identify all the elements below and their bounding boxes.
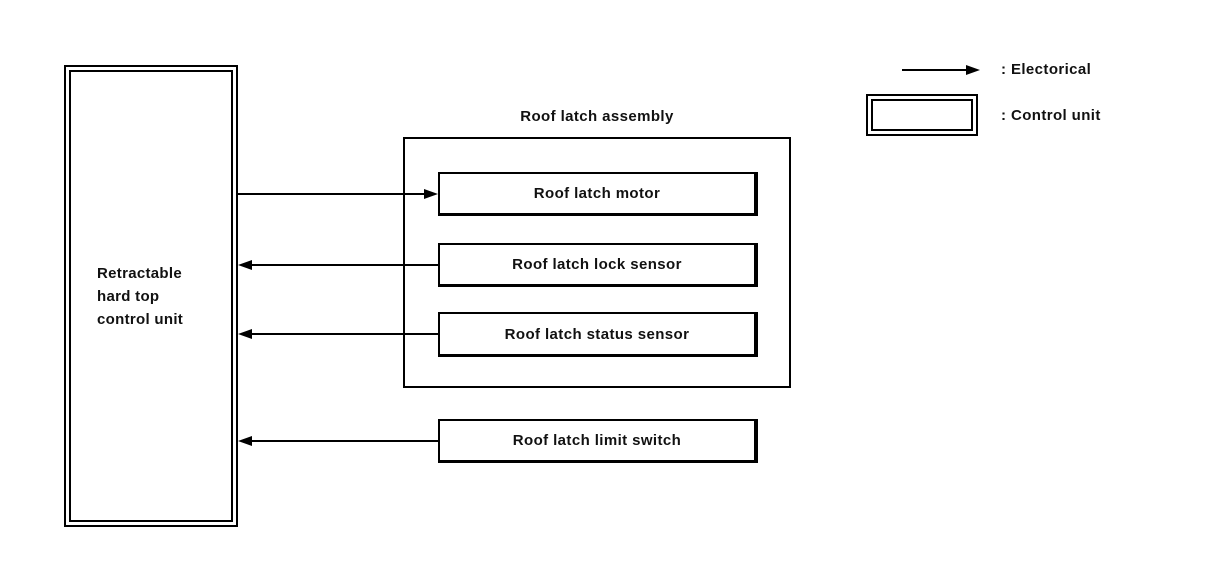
component-roof-latch-status-sensor: Roof latch status sensor (438, 312, 758, 357)
legend-electrical-label: : Electorical (1001, 61, 1092, 78)
component-roof-latch-motor: Roof latch motor (438, 172, 758, 216)
control-unit-label-line1: Retractable (97, 264, 183, 282)
legend-control-unit-symbol-inner (871, 99, 973, 131)
control-unit-label: Retractable hard top control unit (71, 262, 183, 331)
legend-electrical-arrow (902, 65, 980, 75)
control-unit-label-line3: control unit (97, 310, 184, 328)
assembly-frame (403, 137, 791, 388)
control-unit-box: Retractable hard top control unit (64, 65, 238, 527)
control-unit-label-line2: hard top (97, 287, 160, 305)
arrow-from-limit-switch (238, 436, 438, 446)
arrowhead-left-icon (238, 436, 252, 446)
arrowhead-left-icon (238, 329, 252, 339)
component-roof-latch-lock-sensor: Roof latch lock sensor (438, 243, 758, 287)
arrowhead-left-icon (238, 260, 252, 270)
legend-control-unit-label: : Control unit (1001, 107, 1101, 124)
arrowhead-right-icon (966, 65, 980, 75)
legend-control-unit-symbol (866, 94, 978, 136)
component-roof-latch-limit-switch: Roof latch limit switch (438, 419, 758, 463)
control-unit-box-inner: Retractable hard top control unit (69, 70, 233, 522)
assembly-title: Roof latch assembly (520, 108, 674, 125)
